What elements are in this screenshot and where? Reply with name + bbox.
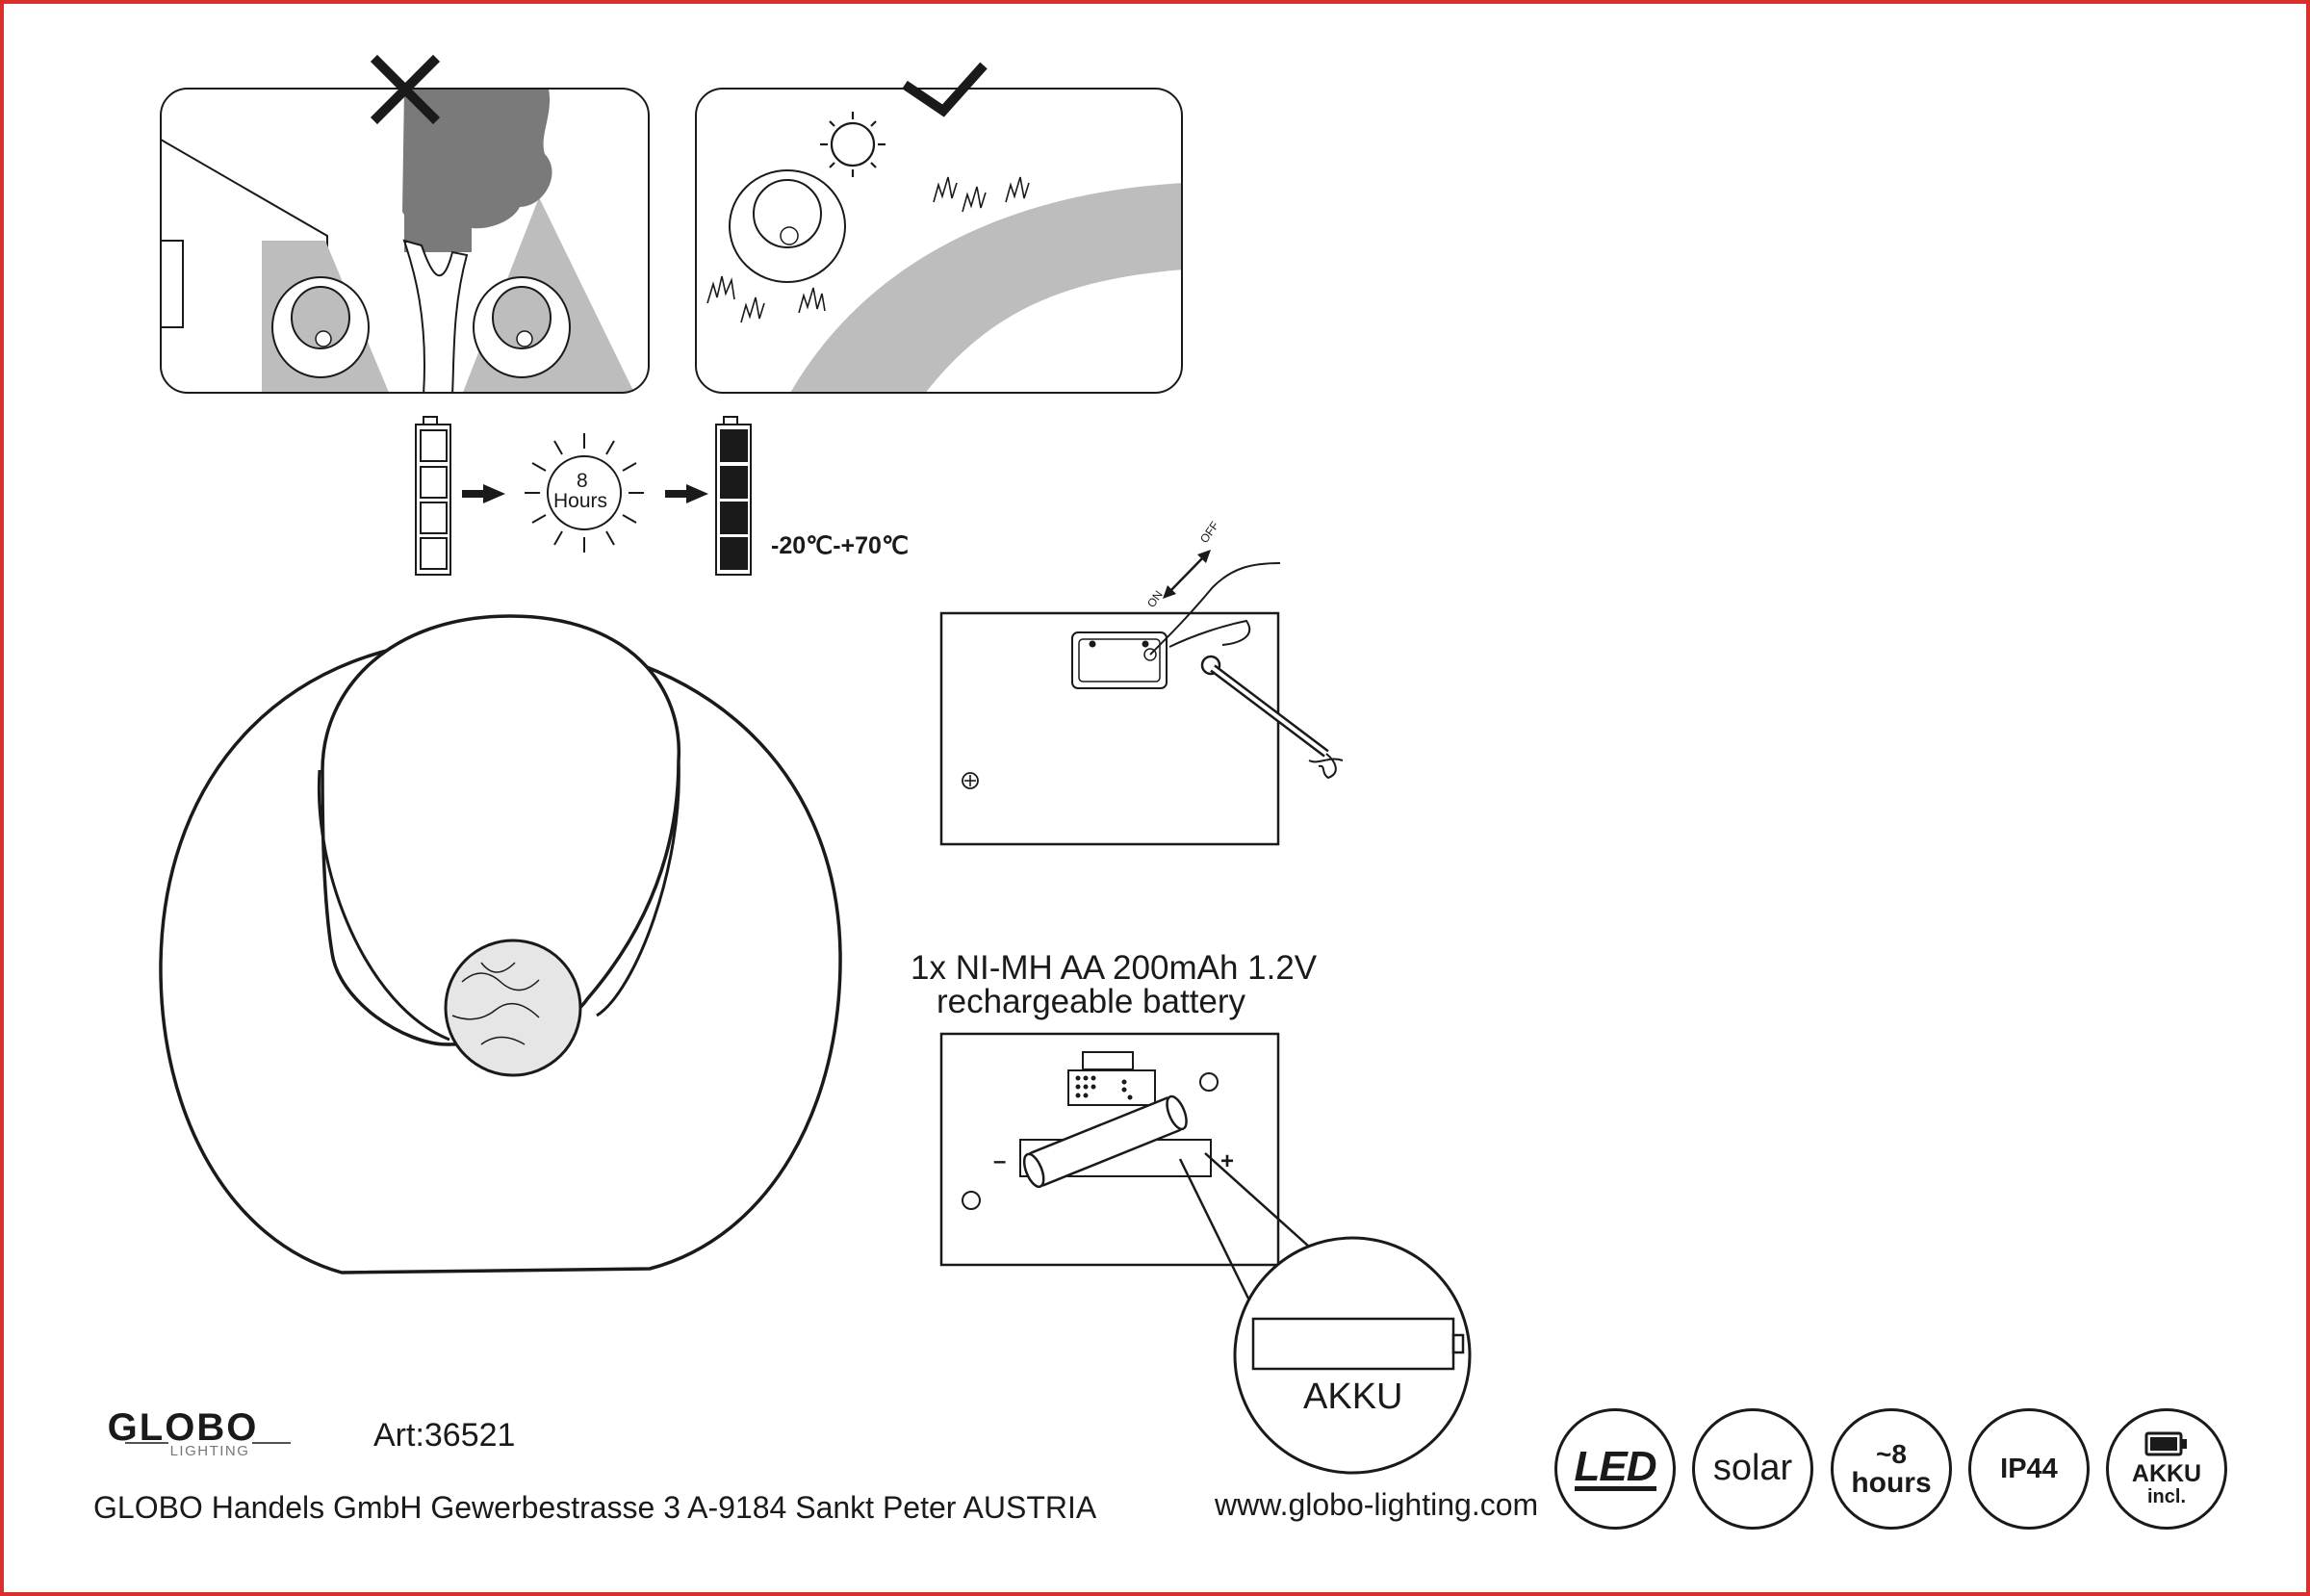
brand-logo-sub: LIGHTING: [170, 1443, 250, 1459]
hours-badge-line2: hours: [1851, 1466, 1932, 1499]
article-number: Art:36521: [373, 1417, 516, 1454]
sun-icon: [820, 112, 886, 177]
website-link[interactable]: www.globo-lighting.com: [1215, 1487, 1539, 1522]
battery-full-icon: [715, 416, 752, 576]
arrow-right-icon: [665, 484, 708, 503]
battery-spec-line1: 1x NI-MH AA 200mAh 1.2V: [911, 949, 1318, 987]
ip44-badge-label: IP44: [2000, 1453, 2058, 1484]
hours-badge: ~8 hours: [1831, 1408, 1952, 1530]
solar-badge-label: solar: [1712, 1448, 1793, 1489]
battery-plus-label: +: [1220, 1148, 1235, 1174]
battery-empty-icon: [415, 416, 451, 576]
ip44-badge: IP44: [1968, 1408, 2090, 1530]
akku-badge: AKKU incl.: [2106, 1408, 2227, 1530]
switch-on-label: ON: [1144, 588, 1166, 610]
battery-minus-label: –: [993, 1148, 1007, 1174]
arrow-right-icon: [462, 484, 505, 503]
led-badge: LED: [1554, 1408, 1676, 1530]
company-address: GLOBO Handels GmbH Gewerbestrasse 3 A-91…: [93, 1490, 1097, 1525]
sun-charge-icon: [525, 433, 644, 553]
hours-badge-line1: ~8: [1876, 1438, 1907, 1469]
akku-callout-label: AKKU: [1303, 1377, 1403, 1417]
switch-off-label: OFF: [1197, 519, 1221, 546]
switch-panel-diagram: [939, 550, 1344, 846]
charge-hours-unit: Hours: [553, 490, 608, 512]
cross-icon: [370, 54, 441, 125]
battery-spec-line2: rechargeable battery: [937, 983, 1246, 1020]
panel-sun-correct: [695, 88, 1183, 394]
brand-logo: GLOBO: [108, 1406, 259, 1449]
temperature-range: -20℃-+70℃: [771, 532, 910, 559]
panel-shade-wrong: [160, 88, 650, 394]
led-badge-label: LED: [1574, 1442, 1657, 1492]
akku-badge-line1: AKKU: [2131, 1460, 2202, 1488]
battery-compartment-diagram: [939, 1032, 1472, 1475]
charge-hours-number: 8: [577, 470, 588, 492]
checkmark-icon: [902, 62, 988, 117]
solar-badge: solar: [1692, 1408, 1813, 1530]
lamp-illustration: [159, 614, 842, 1274]
battery-icon: [2144, 1431, 2187, 1456]
akku-badge-line2: incl.: [2146, 1485, 2186, 1507]
